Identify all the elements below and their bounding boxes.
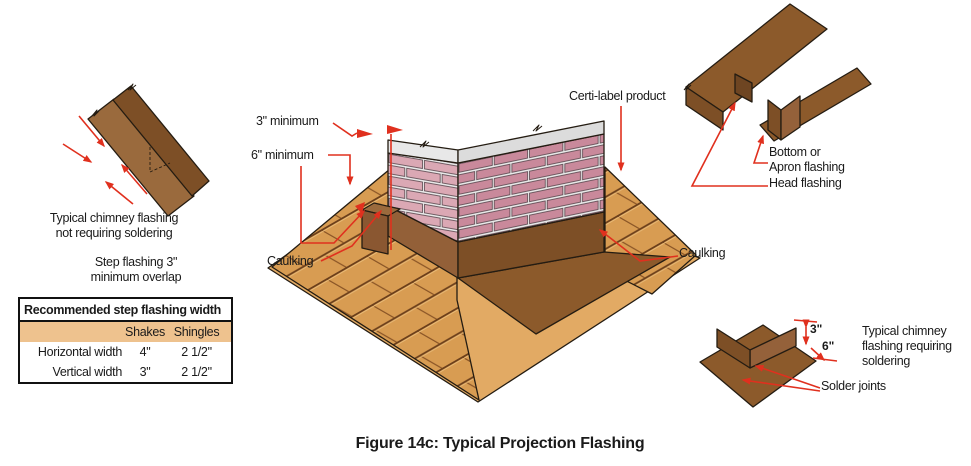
overlap-arrows-red <box>62 115 148 205</box>
row-label: Vertical width <box>52 365 123 379</box>
apron-flashing-piece <box>759 67 872 142</box>
break-mark-right <box>532 124 543 132</box>
note-line2: minimum overlap <box>90 270 182 284</box>
caulk-marker <box>355 202 365 214</box>
step-flashing-width-table: Recommended step flashing width Shakes S… <box>18 297 233 384</box>
head-flashing-piece <box>683 3 828 131</box>
right-caption-line1: Typical chimney <box>862 324 947 338</box>
table-header-shakes: Shakes <box>125 325 165 339</box>
center-leader-lines-red <box>300 106 679 262</box>
leader-caulking-left <box>320 209 382 262</box>
apron-label-line2: Apron flashing <box>769 160 845 174</box>
leader-head-flashing <box>690 101 768 187</box>
hidden-overlap-edge <box>149 147 171 173</box>
step-flashing-box-front <box>361 209 389 255</box>
left-diagram-caption: Typical chimney flashing not requiring s… <box>28 211 200 241</box>
row-shakes-value: 3" <box>139 365 151 379</box>
row-shingles-value: 2 1/2" <box>181 345 212 359</box>
left-caption-line2: not requiring soldering <box>55 226 173 240</box>
dim-label-6in: 6" <box>822 339 835 353</box>
dim-arrow-6in <box>810 347 826 362</box>
break-mark-left <box>419 140 430 148</box>
leader-6-minimum <box>328 154 354 186</box>
table-row: Vertical width 3" 2 1/2" <box>20 362 231 382</box>
apron-label-line1: Bottom or <box>769 145 821 159</box>
leader-3-minimum <box>332 122 358 137</box>
row-label: Horizontal width <box>37 345 122 359</box>
leader-solder-joint-1 <box>754 365 821 389</box>
leader-solder-joint-2 <box>741 377 821 392</box>
row-shakes-value: 4" <box>139 345 151 359</box>
label-solder-joints: Solder joints <box>821 379 886 393</box>
right-diagram-caption: Typical chimney flashing requiring solde… <box>862 324 952 369</box>
leader-apron-flashing <box>752 134 768 164</box>
note-line1: Step flashing 3" <box>94 255 178 269</box>
label-certi-label-product: Certi-label product <box>569 89 666 103</box>
table-title: Recommended step flashing width <box>20 299 231 322</box>
table-row: Horizontal width 4" 2 1/2" <box>20 342 231 362</box>
leader-overlap-bracket <box>300 166 366 244</box>
step-flashing-note: Step flashing 3" minimum overlap <box>50 255 222 285</box>
right-caption-line2: flashing requiring <box>862 339 952 353</box>
row-shingles-value: 2 1/2" <box>181 365 212 379</box>
chimney-cap-right <box>457 120 605 164</box>
table-header-row: Shakes Shingles <box>20 322 231 342</box>
flag-arrow-right <box>387 125 403 134</box>
ref-line-bottom <box>812 357 838 362</box>
label-head-flashing: Head flashing <box>769 176 842 190</box>
chimney <box>361 120 605 279</box>
step-flashing-piece-left-diagram <box>87 83 210 217</box>
label-6-minimum: 6" minimum <box>251 148 314 162</box>
label-caulking-right: Caulking <box>679 246 726 260</box>
top-right-leader-lines-red <box>690 101 768 187</box>
label-3-minimum: 3" minimum <box>256 114 319 128</box>
right-caption-line3: soldering <box>862 354 911 368</box>
label-caulking-left: Caulking <box>267 254 314 268</box>
left-caption-line1: Typical chimney flashing <box>49 211 179 225</box>
dim-label-3in: 3" <box>810 322 823 336</box>
leader-caulking-right <box>598 229 679 262</box>
label-bottom-apron-flashing: Bottom or Apron flashing <box>769 145 845 175</box>
bottom-right-annotations-red <box>741 319 838 392</box>
table-header-shingles: Shingles <box>173 325 220 339</box>
flag-arrow-left <box>357 129 373 138</box>
figure-caption: Figure 14c: Typical Projection Flashing <box>355 435 645 452</box>
